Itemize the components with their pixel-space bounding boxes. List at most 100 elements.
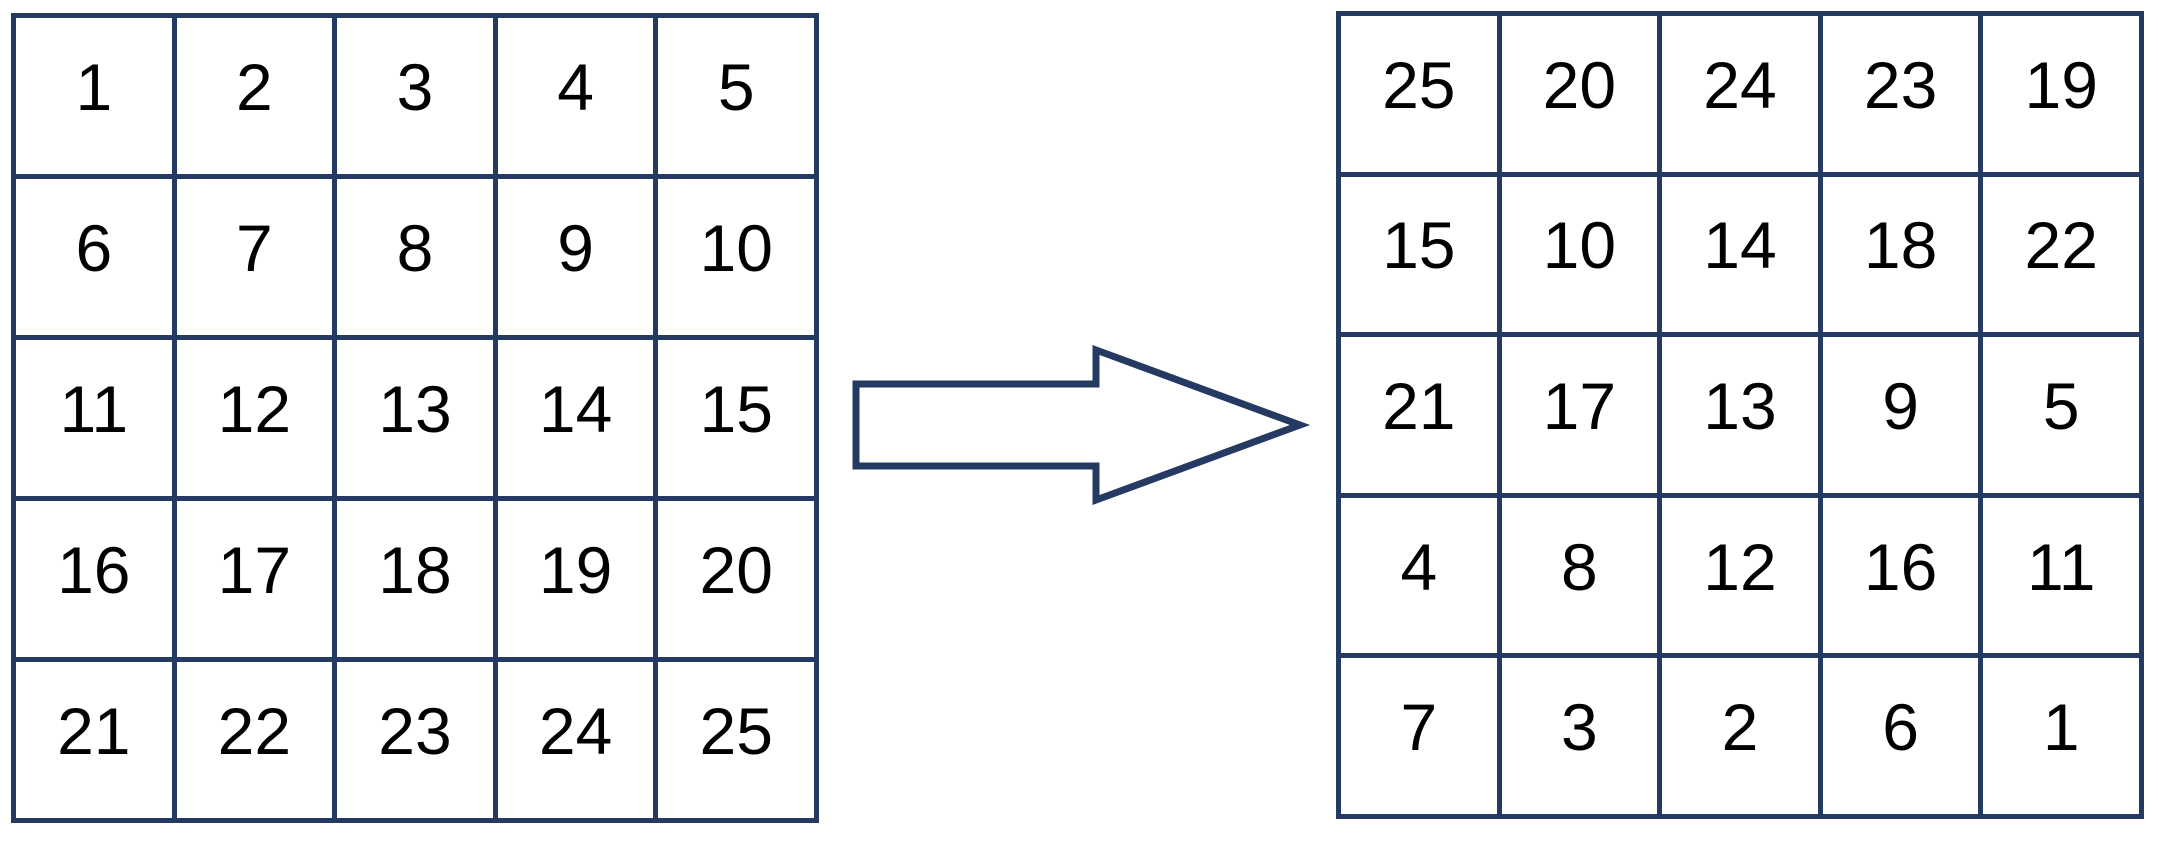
grid-cell[interactable]: 13 — [337, 340, 498, 501]
grid-cell-value: 17 — [1542, 368, 1617, 443]
transform-arrow — [852, 344, 1311, 506]
grid-cell-value: 17 — [217, 533, 292, 607]
grid-cell[interactable]: 15 — [1341, 176, 1502, 338]
grid-cell-value: 20 — [1542, 47, 1617, 122]
grid-cell[interactable]: 17 — [1501, 337, 1663, 498]
grid-cell-value: 18 — [378, 533, 452, 607]
grid-cell[interactable]: 15 — [658, 340, 819, 501]
grid-cell-value: 5 — [2042, 368, 2080, 443]
grid-cell[interactable]: 19 — [497, 501, 659, 662]
grid-cell-value: 21 — [57, 694, 131, 768]
grid-cell[interactable]: 12 — [176, 340, 338, 501]
grid-cell-value: 3 — [1561, 690, 1598, 765]
grid-cell-value: 6 — [75, 211, 113, 285]
grid-cell[interactable]: 14 — [497, 340, 659, 501]
grid-cell-value: 11 — [2026, 529, 2096, 604]
grid-cell[interactable]: 4 — [1341, 497, 1502, 659]
grid-cell[interactable]: 3 — [1501, 658, 1663, 819]
grid-cell[interactable]: 13 — [1662, 337, 1823, 498]
grid-cell[interactable]: 25 — [1341, 16, 1502, 177]
grid-cell[interactable]: 21 — [1341, 337, 1502, 498]
grid-cell[interactable]: 20 — [658, 501, 819, 662]
grid-cell[interactable]: 23 — [1822, 16, 1984, 177]
grid-cell[interactable]: 18 — [337, 501, 498, 662]
grid-cell[interactable]: 1 — [1983, 658, 2144, 819]
grid-cell[interactable]: 6 — [1822, 658, 1984, 819]
grid-cell-value: 15 — [699, 372, 773, 446]
grid-cell-value: 22 — [217, 694, 292, 768]
grid-cell-value: 23 — [1863, 47, 1938, 122]
grid-cell[interactable]: 10 — [1501, 176, 1663, 338]
grid-cell-value: 21 — [1382, 368, 1456, 443]
grid-cell[interactable]: 8 — [1501, 497, 1663, 659]
grid-cell-value: 2 — [1721, 690, 1759, 765]
grid-cell[interactable]: 20 — [1501, 16, 1663, 177]
grid-cell[interactable]: 8 — [337, 179, 498, 340]
grid-cell[interactable]: 25 — [658, 662, 819, 823]
grid-cell-value: 9 — [1882, 368, 1919, 443]
grid-cell-value: 12 — [1703, 529, 1777, 604]
grid-cell-value: 9 — [557, 211, 594, 285]
grid-cell[interactable]: 16 — [16, 501, 177, 662]
grid-cell-value: 25 — [699, 694, 773, 768]
grid-cell[interactable]: 10 — [658, 179, 819, 340]
arrow-shape — [852, 344, 1311, 506]
grid-cell-value: 11 — [59, 372, 129, 446]
grid-cell-value: 15 — [1382, 208, 1456, 283]
grid-cell[interactable]: 22 — [1983, 176, 2144, 338]
grid-cell[interactable]: 12 — [1662, 497, 1823, 659]
grid-cell-value: 14 — [1703, 208, 1777, 283]
grid-cell-value: 24 — [1703, 47, 1777, 122]
grid-cell-value: 3 — [396, 50, 434, 124]
grid-cell[interactable]: 11 — [16, 340, 177, 501]
grid-cell[interactable]: 24 — [497, 662, 659, 823]
grid-cell[interactable]: 7 — [1341, 658, 1502, 819]
grid-cell-value: 12 — [217, 372, 292, 446]
grid-cell[interactable]: 9 — [497, 179, 659, 340]
grid-cell[interactable]: 23 — [337, 662, 498, 823]
grid-cell-value: 19 — [2024, 47, 2098, 122]
grid-cell-value: 24 — [538, 694, 613, 768]
grid-cell-value: 13 — [1703, 368, 1777, 443]
grid-cell[interactable]: 19 — [1983, 16, 2144, 177]
grid-cell-value: 16 — [1863, 529, 1938, 604]
grid-cell-value: 16 — [57, 533, 131, 607]
grid-cell[interactable]: 2 — [176, 18, 338, 179]
grid-cell[interactable]: 22 — [176, 662, 338, 823]
grid-cell-value: 19 — [538, 533, 613, 607]
grid-cell[interactable]: 21 — [16, 662, 177, 823]
grid-cell-value: 5 — [717, 50, 755, 124]
grid-cell[interactable]: 4 — [497, 18, 659, 179]
grid-cell[interactable]: 5 — [1983, 337, 2144, 498]
grid-cell-value: 1 — [2042, 690, 2080, 765]
grid-cell-value: 4 — [557, 50, 594, 124]
grid-cell-value: 10 — [1542, 208, 1617, 283]
grid-cell-value: 1 — [75, 50, 113, 124]
grid-cell-value: 25 — [1382, 47, 1456, 122]
grid-cell[interactable]: 16 — [1822, 497, 1984, 659]
grid-cell[interactable]: 9 — [1822, 337, 1984, 498]
grid-cell-value: 13 — [378, 372, 452, 446]
grid-cell-value: 2 — [236, 50, 273, 124]
grid-cell[interactable]: 11 — [1983, 497, 2144, 659]
grid-cell-value: 10 — [699, 211, 773, 285]
grid-cell-value: 20 — [699, 533, 773, 607]
grid-cell-value: 18 — [1863, 208, 1938, 283]
grid-cell[interactable]: 3 — [337, 18, 498, 179]
grid-cell[interactable]: 7 — [176, 179, 338, 340]
grid-cell-value: 8 — [396, 211, 434, 285]
grid-cell[interactable]: 17 — [176, 501, 338, 662]
grid-cell[interactable]: 24 — [1662, 16, 1823, 177]
grid-cell[interactable]: 6 — [16, 179, 177, 340]
grid-cell[interactable]: 18 — [1822, 176, 1984, 338]
grid-cell[interactable]: 2 — [1662, 658, 1823, 819]
grid-cell-value: 8 — [1561, 529, 1598, 604]
grid-cell[interactable]: 5 — [658, 18, 819, 179]
grid-cell-value: 14 — [538, 372, 613, 446]
grid-cell-value: 23 — [378, 694, 452, 768]
grid-cell[interactable]: 1 — [16, 18, 177, 179]
grid-cell-value: 4 — [1400, 529, 1438, 604]
grid-cell[interactable]: 14 — [1662, 176, 1823, 338]
